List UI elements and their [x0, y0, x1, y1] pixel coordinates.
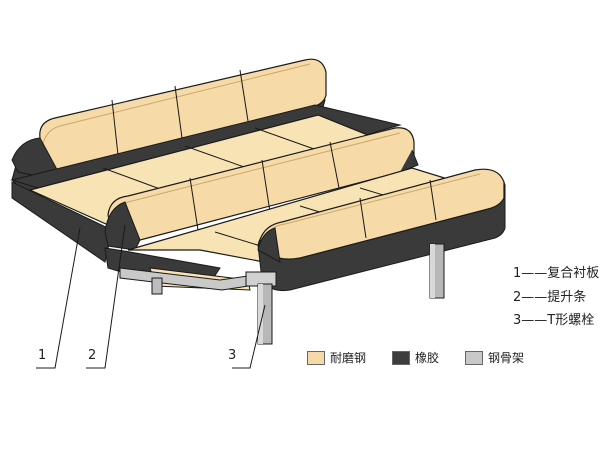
- legend-label-steel-frame: 钢骨架: [488, 351, 525, 365]
- legend-label-wear-steel: 耐磨钢: [330, 351, 367, 365]
- t-bolt-right: [429, 243, 445, 299]
- callout-1-text: 复合衬板: [547, 266, 600, 281]
- legend-label-rubber: 橡胶: [415, 351, 440, 365]
- leader-number-1: 1: [38, 348, 47, 363]
- callout-3: 3——T形螺栓: [513, 309, 594, 328]
- callout-1-number: 1: [513, 266, 522, 281]
- legend-swatch-steel-frame: [465, 350, 483, 365]
- callout-2-dash: ——: [521, 290, 548, 305]
- t-bolt-front: [245, 271, 277, 345]
- leader-line-2: [86, 224, 126, 369]
- leader-line-3: [232, 304, 266, 369]
- callout-2-text: 提升条: [547, 290, 587, 305]
- callout-3-dash: ——: [521, 313, 548, 328]
- legend-item-rubber: 橡胶: [392, 349, 439, 366]
- callout-1: 1——复合衬板: [513, 262, 599, 281]
- leader-number-2: 2: [88, 348, 97, 363]
- legend-item-wear-steel: 耐磨钢: [307, 349, 366, 366]
- leader-line-1: [36, 227, 81, 369]
- leader-number-3: 3: [228, 348, 237, 363]
- near-lifter-bar: [257, 168, 506, 291]
- callout-2-number: 2: [513, 290, 522, 305]
- callout-1-dash: ——: [521, 266, 548, 281]
- middle-lifter-bar: [104, 127, 419, 251]
- legend-swatch-rubber: [392, 350, 410, 365]
- callout-3-number: 3: [513, 313, 522, 328]
- leader-lines: [36, 224, 266, 369]
- callout-3-text: T形螺栓: [547, 313, 595, 328]
- legend-item-steel-frame: 钢骨架: [465, 349, 524, 366]
- callout-2: 2——提升条: [513, 286, 586, 305]
- legend-swatch-wear-steel: [307, 350, 325, 365]
